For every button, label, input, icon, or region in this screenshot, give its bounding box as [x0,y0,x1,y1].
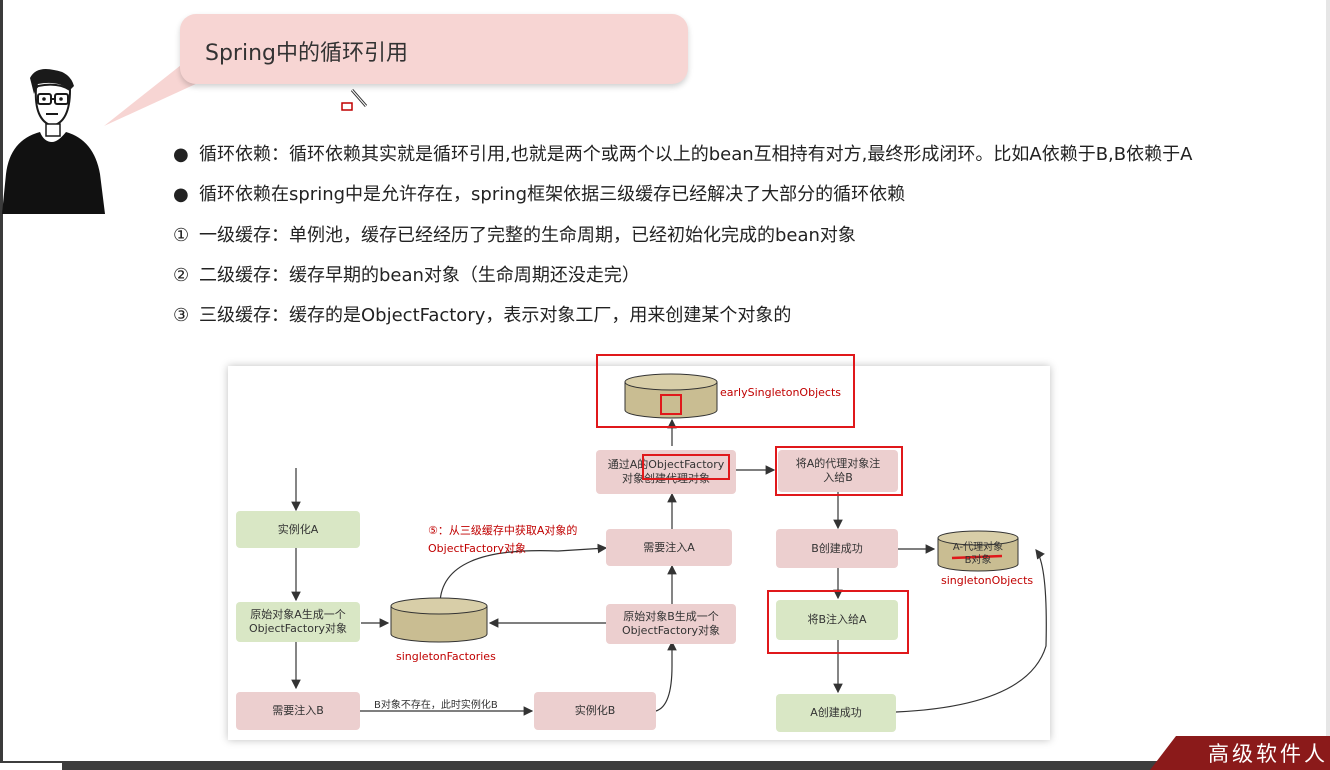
bottom-bar [0,761,1330,770]
highlight-object-factory-text [642,454,730,480]
node-b-created: B创建成功 [776,529,898,568]
node-instantiate-a: 实例化A [236,511,360,548]
node-create-proxy: 通过A的ObjectFactory对象创建代理对象 [596,450,736,494]
node-raw-b-factory: 原始对象B生成一个ObjectFactory对象 [606,604,736,644]
node-inject-proxy-to-b: 将A的代理对象注入给B [778,450,898,492]
bullet-marker: ③ [173,305,190,326]
right-border [1326,0,1330,770]
arrow-a-created-to-singletons [895,549,1047,713]
arrow-instantiate-b-up [655,640,677,712]
singleton-factories-label: singletonFactories [396,650,496,663]
node-a-created: A创建成功 [776,694,896,732]
node-raw-a-factory: 原始对象A生成一个ObjectFactory对象 [236,602,360,642]
bullet-item: ② 二级缓存：缓存早期的bean对象（生命周期还没走完） [173,261,640,287]
bullet-marker: ● [173,144,189,165]
arrow-cache-to-need-a [439,543,608,604]
singleton-item-b: B对象 [964,555,992,566]
brand-banner [1150,736,1330,770]
early-singleton-objects-label: earlySingletonObjects [720,386,841,399]
node-inject-b-to-a: 将B注入给A [776,600,898,640]
speech-bubble-tail [104,50,200,126]
singleton-factories-cache-icon [390,597,488,643]
early-singleton-cache-icon [624,373,718,419]
singleton-item-a-proxy: A-代理对象 [952,542,1004,553]
edge-label-b-not-exist: B对象不存在，此时实例化B [374,700,498,711]
node-need-inject-b: 需要注入B [236,692,360,730]
highlight-inject-b-to-a [767,590,909,654]
diagram-connectors [291,373,1047,716]
bullet-text: 一级缓存：单例池，缓存已经经历了完整的生命周期，已经初始化完成的bean对象 [199,225,856,246]
bullet-marker: ① [173,225,190,246]
highlight-early-cache [596,354,855,428]
node-instantiate-b: 实例化B [534,692,656,730]
pencil-cursor-icon [341,89,368,111]
annotation-underline [951,554,1003,560]
slide-title: Spring中的循环引用 [205,41,408,66]
presenter-avatar-icon [2,69,105,214]
bullet-text: 循环依赖在spring中是允许存在，spring框架依据三级缓存已经解决了大部分… [199,184,906,205]
bullet-item: ① 一级缓存：单例池，缓存已经经历了完整的生命周期，已经初始化完成的bean对象 [173,221,856,247]
node-need-inject-a: 需要注入A [606,529,732,566]
highlight-early-item [660,394,682,415]
bullet-marker: ② [173,265,190,286]
singleton-objects-label: singletonObjects [941,574,1034,587]
circular-reference-diagram: 实例化A 原始对象A生成一个ObjectFactory对象 需要注入B 实例化B… [228,354,1050,740]
bullet-text: 循环依赖：循环依赖其实就是循环引用,也就是两个或两个以上的bean互相持有对方,… [199,144,1193,165]
bullet-item: ● 循环依赖在spring中是允许存在，spring框架依据三级缓存已经解决了大部… [173,180,905,206]
brand-text: 高级软件人 [1208,742,1328,766]
bullet-text: 二级缓存：缓存早期的bean对象（生命周期还没走完） [199,265,640,286]
bullet-text: 三级缓存：缓存的是ObjectFactory，表示对象工厂，用来创建某个对象的 [199,305,792,326]
bottom-bar-gap [0,763,62,770]
speech-bubble [180,14,688,84]
highlight-inject-proxy [775,446,903,496]
bullet-item: ● 循环依赖：循环依赖其实就是循环引用,也就是两个或两个以上的bean互相持有对方… [173,140,1192,166]
bullet-marker: ● [173,184,189,205]
step-five-label: ⑤：从三级缓存中获取A对象的ObjectFactory对象 [428,524,578,555]
singleton-objects-cache-icon [937,530,1019,572]
bullet-item: ③ 三级缓存：缓存的是ObjectFactory，表示对象工厂，用来创建某个对象的 [173,301,791,327]
left-border [0,0,3,770]
